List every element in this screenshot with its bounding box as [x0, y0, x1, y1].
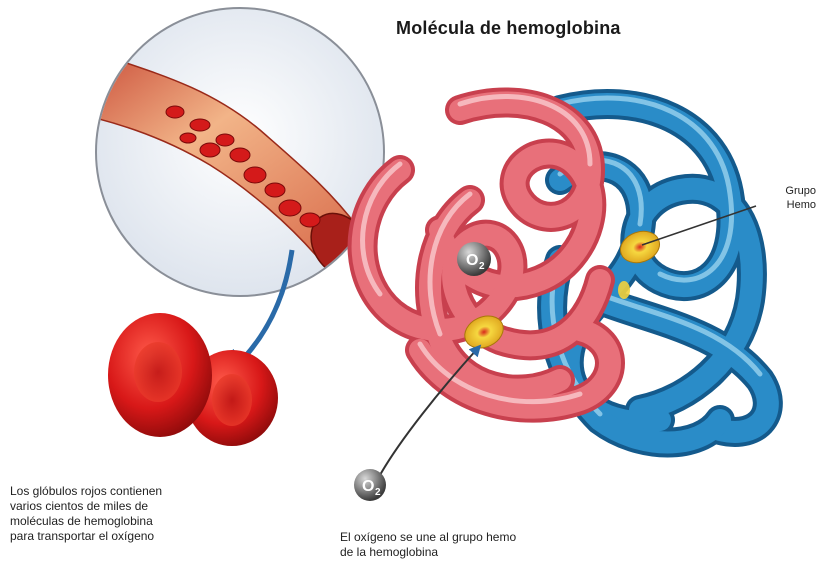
heme-label-line: Grupo [756, 184, 816, 198]
red-blood-cells [108, 313, 278, 446]
caption-line: varios cientos de miles de [10, 499, 270, 514]
caption-line: El oxígeno se une al grupo hemo [340, 530, 660, 545]
oxygen-caption: El oxígeno se une al grupo hemo de la he… [340, 530, 660, 560]
caption-line: de la hemoglobina [340, 545, 660, 560]
oxygen-molecule-bound: O 2 [457, 242, 491, 276]
red-cells-caption: Los glóbulos rojos contienen varios cien… [10, 484, 270, 544]
diagram-title: Molécula de hemoglobina [396, 18, 621, 39]
heme-label-line: Hemo [756, 198, 816, 212]
vessel-magnifier [60, 8, 384, 296]
heme-group-label: Grupo Hemo [756, 184, 816, 212]
oxygen-subscript-free: 2 [375, 487, 381, 498]
oxygen-molecule-free: O 2 [354, 469, 386, 501]
oxygen-symbol-free: O [362, 478, 374, 495]
oxygen-symbol: O [466, 252, 478, 269]
caption-line: para transportar el oxígeno [10, 529, 270, 544]
caption-line: Los glóbulos rojos contienen [10, 484, 270, 499]
oxygen-subscript: 2 [479, 261, 485, 272]
caption-line: moléculas de hemoglobina [10, 514, 270, 529]
